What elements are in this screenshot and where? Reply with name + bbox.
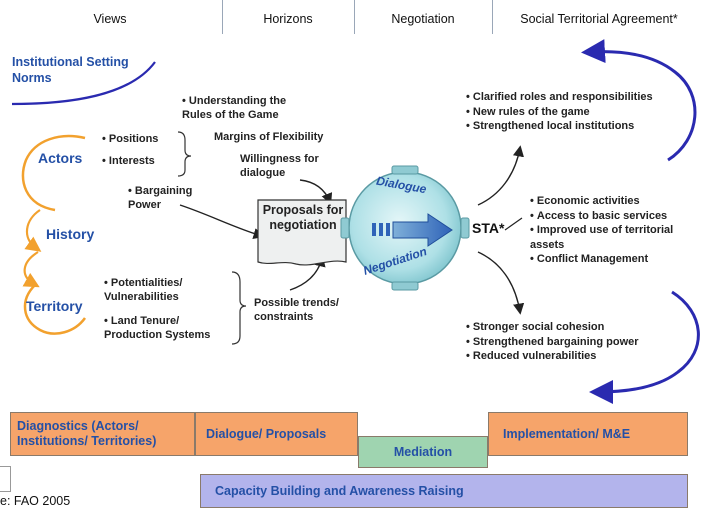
- mediation-box: Mediation: [358, 436, 488, 468]
- bargaining-item: • Bargaining Power: [128, 185, 193, 211]
- positions-item: • Positions: [102, 133, 159, 145]
- source-label: e: FAO 2005: [0, 494, 71, 508]
- territory-brace: [231, 271, 247, 345]
- sta-up-arrow: [477, 145, 524, 206]
- institutional-curve: [11, 61, 156, 106]
- list-item: Strengthened local institutions: [466, 119, 702, 134]
- proposals-doc-shape: [257, 199, 347, 266]
- implementation-box: Implementation/ M&E: [488, 412, 688, 456]
- source-frame: [0, 466, 11, 492]
- actors-circle-arc: [21, 134, 86, 212]
- willingness-item: Willingness for dialogue: [240, 153, 319, 179]
- list-item: Improved use of territorial assets: [530, 223, 702, 252]
- list-item: Strengthened bargaining power: [466, 335, 696, 350]
- potentialities-item: • Potentialities/ Vulnerabilities: [104, 277, 183, 303]
- interests-item: • Interests: [102, 155, 155, 167]
- list-item: Reduced vulnerabilities: [466, 349, 696, 364]
- sta-label: STA*: [472, 220, 505, 236]
- dialogue-handle-bottom: [391, 281, 419, 291]
- diagnostics-box: Diagnostics (Actors/ Institutions/ Terri…: [10, 412, 195, 456]
- blue-feedback-arrow-top: [581, 39, 697, 162]
- dialogue-handle-left: [340, 217, 350, 239]
- blue-feedback-arrow-bottom: [589, 290, 700, 404]
- list-item: Economic activities: [530, 194, 702, 209]
- list-item: Access to basic services: [530, 209, 702, 224]
- interests-brace: [177, 131, 192, 177]
- outcomes-top-list: Clarified roles and responsibilities New…: [466, 90, 702, 134]
- understanding-item: • Understanding the Rules of the Game: [182, 95, 287, 121]
- header-horizons: Horizons: [263, 12, 313, 26]
- outcomes-mid-list: Economic activities Access to basic serv…: [530, 194, 702, 267]
- header-divider: [354, 0, 355, 34]
- sta-mid-arrow: [504, 217, 523, 231]
- willingness-arrow: [299, 179, 333, 205]
- trends-item: Possible trends/ constraints: [254, 297, 339, 323]
- sta-down-arrow: [477, 251, 525, 315]
- history-link-arc-2: [22, 251, 40, 288]
- list-item: Conflict Management: [530, 252, 702, 267]
- header-divider: [492, 0, 493, 34]
- header-negotiation: Negotiation: [391, 12, 455, 26]
- bargaining-arrow: [179, 204, 265, 239]
- margins-item: Margins of Flexibility: [214, 131, 324, 143]
- territory-label: Territory: [26, 298, 83, 314]
- header-sta: Social Territorial Agreement*: [520, 12, 678, 26]
- header-views: Views: [93, 12, 127, 26]
- history-label: History: [46, 226, 95, 242]
- list-item: Clarified roles and responsibilities: [466, 90, 702, 105]
- land-tenure-item: • Land Tenure/ Production Systems: [104, 315, 211, 341]
- proposals-label: Proposals for negotiation: [262, 203, 344, 232]
- territory-circle-arc: [23, 284, 87, 335]
- header-divider: [222, 0, 223, 34]
- outcomes-bottom-list: Stronger social cohesion Strengthened ba…: [466, 320, 696, 364]
- list-item: New rules of the game: [466, 105, 702, 120]
- capacity-building-box: Capacity Building and Awareness Raising: [200, 474, 688, 508]
- dialogue-handle-right: [460, 217, 470, 239]
- history-link-arc: [24, 209, 42, 252]
- list-item: Stronger social cohesion: [466, 320, 696, 335]
- big-blue-arrow: [372, 213, 453, 247]
- dialogue-proposals-box: Dialogue/ Proposals: [195, 412, 358, 456]
- institutional-setting-label: Institutional Setting Norms: [12, 55, 129, 85]
- dialogue-handle-top: [391, 165, 419, 175]
- actors-label: Actors: [38, 150, 83, 166]
